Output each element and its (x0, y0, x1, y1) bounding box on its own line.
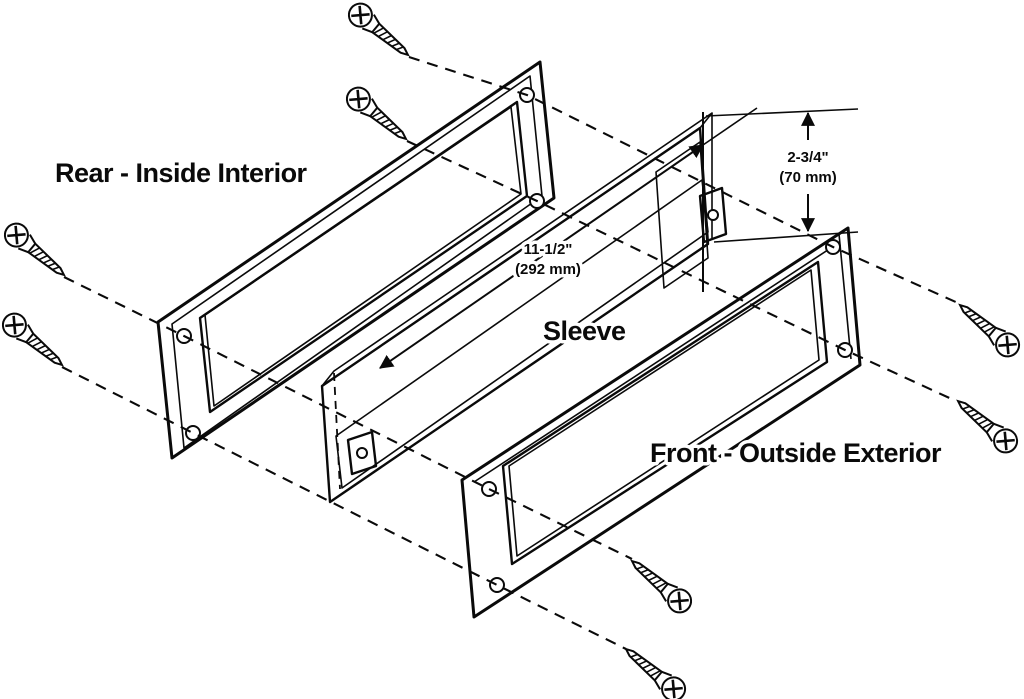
screw-icon (0, 217, 73, 286)
sleeve-height-mm: (70 mm) (779, 169, 837, 186)
front-plate-label: Front - Outside Exterior (650, 438, 942, 468)
screw-icon (0, 307, 71, 376)
sleeve-mounting-tab (346, 430, 378, 476)
front-screw-hole (489, 577, 505, 593)
assembly-centerline (61, 366, 627, 650)
assembly-centerline (63, 276, 633, 560)
sleeve-length-inches: 11-1/2" (524, 241, 573, 258)
sleeve-tab-hole (356, 447, 368, 459)
sleeve-label: Sleeve (543, 316, 626, 346)
screw-icon (623, 550, 698, 619)
front-flap (501, 260, 829, 566)
rear-plate (156, 60, 556, 460)
screw-icon (617, 638, 692, 699)
dimension-sleeve-length: 11-1/2" (292 mm) (379, 107, 758, 369)
rear-plate-label: Rear - Inside Interior (55, 158, 308, 188)
front-screw-hole (481, 481, 497, 497)
part-labels: Rear - Inside Interior Sleeve Front - Ou… (52, 155, 947, 472)
front-plate (460, 226, 862, 619)
screw-icon (951, 294, 1024, 363)
dimension-sleeve-height: 2-3/4" (70 mm) (705, 108, 859, 243)
sleeve-height-inches: 2-3/4" (787, 149, 828, 166)
sleeve-length-mm: (292 mm) (515, 261, 581, 278)
sleeve-tab-hole (707, 209, 719, 221)
screw-icon (342, 0, 417, 66)
screw-icon (949, 390, 1024, 459)
sleeve-end-hatch (655, 141, 709, 289)
screw-icon (340, 81, 415, 150)
rear-screw-hole (185, 425, 201, 441)
